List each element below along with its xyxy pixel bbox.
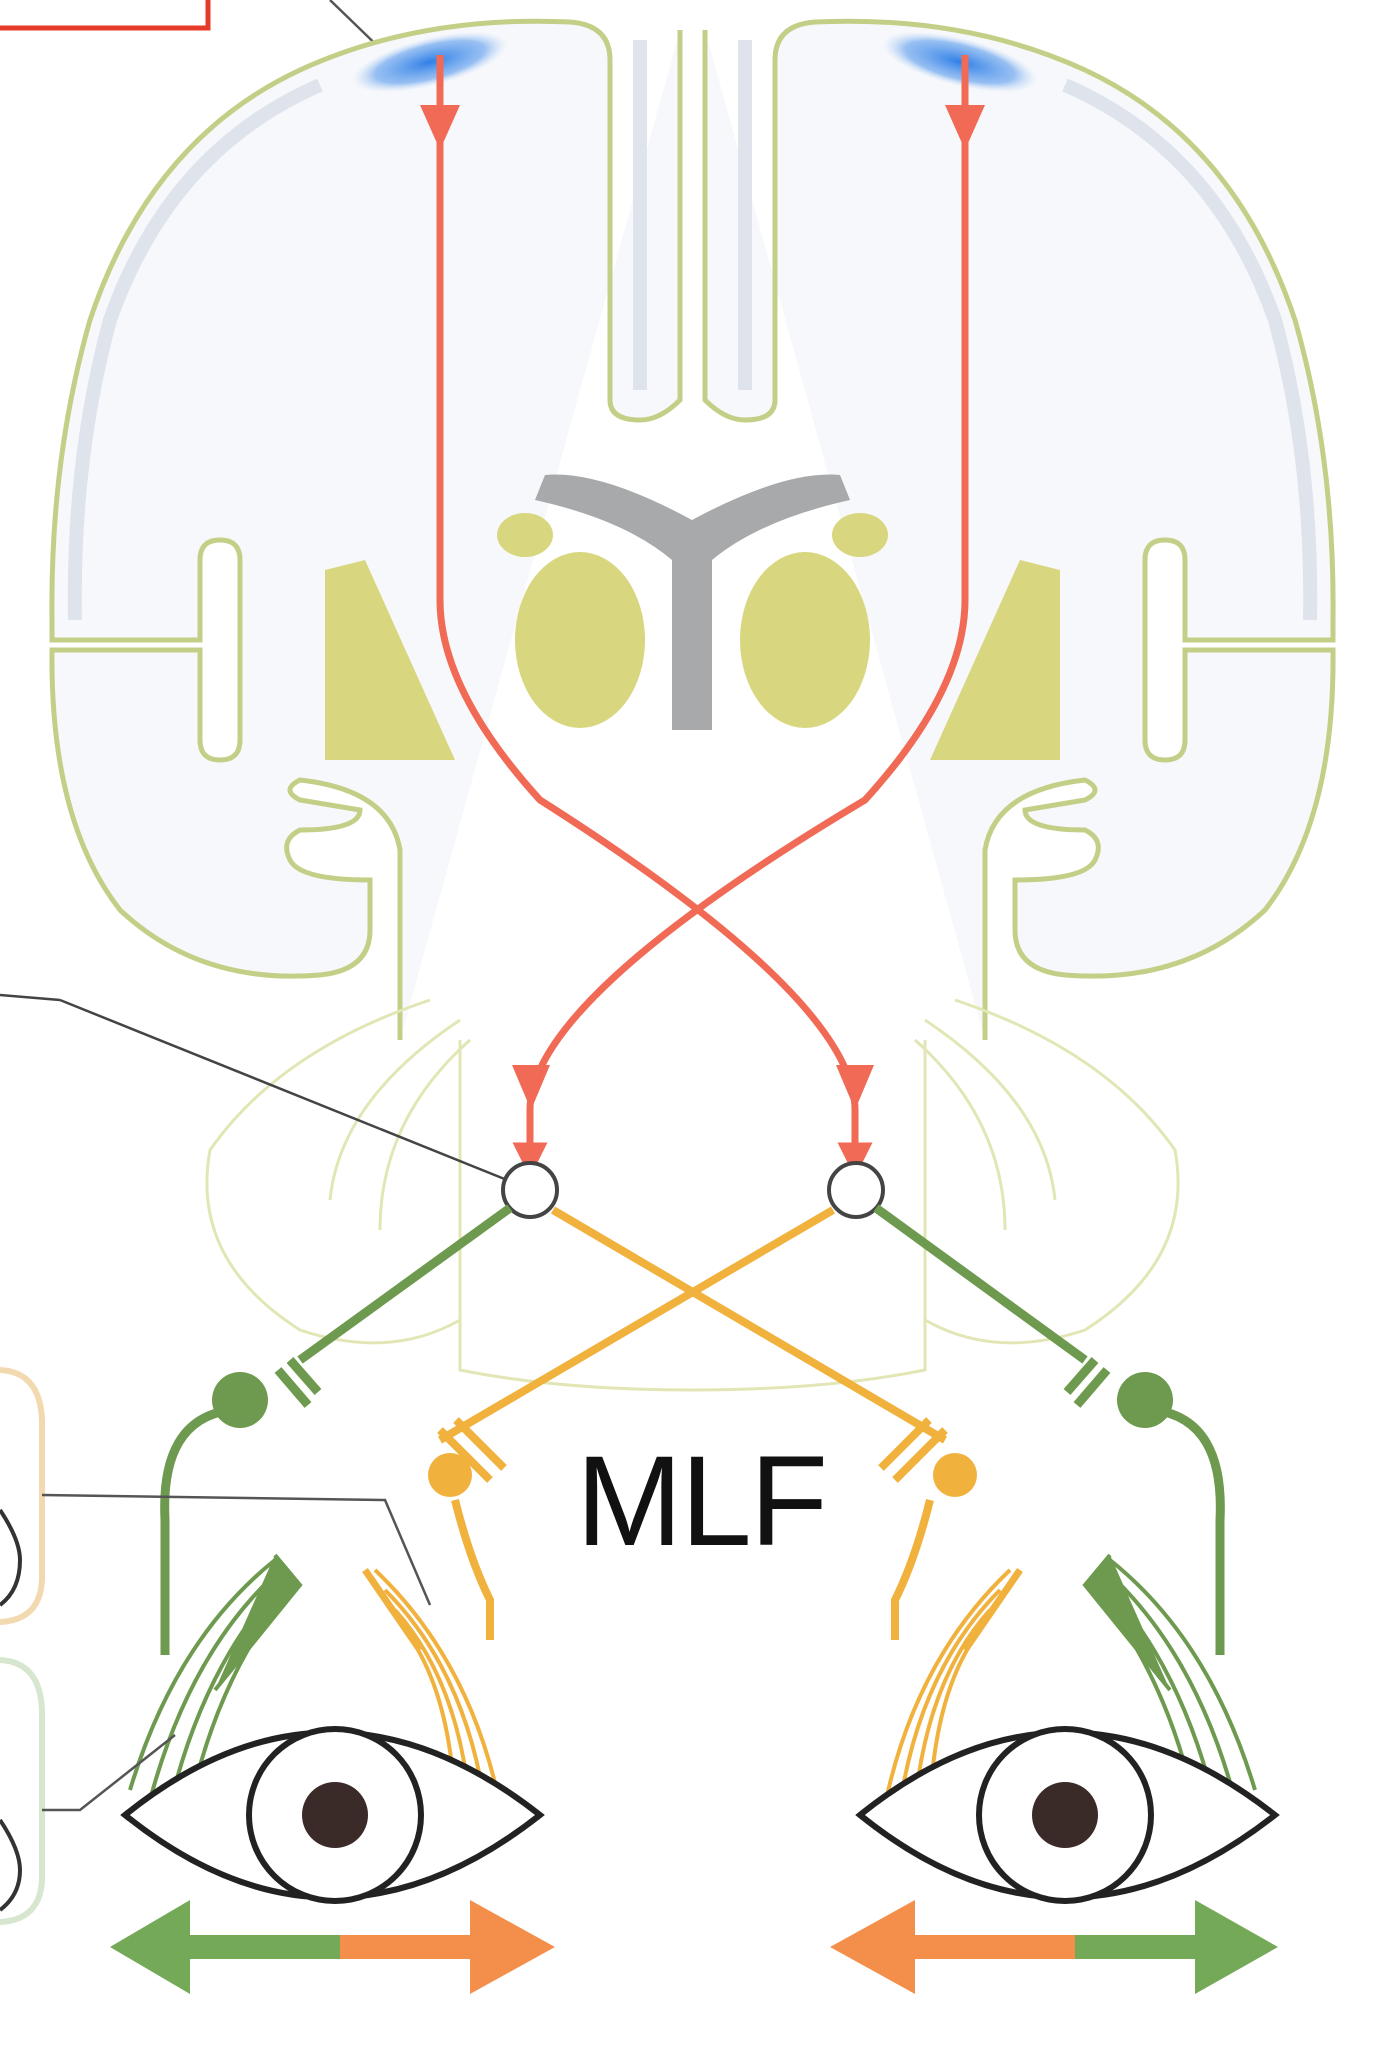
left-pprf-nucleus-icon (503, 1163, 557, 1217)
pprf-leader-line-2 (60, 1000, 507, 1180)
cerebellum (207, 1000, 1178, 1390)
pprf-leader-line (0, 995, 60, 1000)
right-pprf-nucleus-icon (829, 1163, 883, 1217)
left-hemisphere (52, 21, 680, 1040)
left-eye-icon (125, 1729, 540, 1901)
right-hemisphere (705, 21, 1333, 1040)
abducens-nuclei (212, 1360, 1173, 1428)
mlf-label: MLF (576, 1430, 826, 1573)
mlf-pathways (440, 1210, 945, 1640)
left-gaze-arrow-icon (110, 1900, 555, 1994)
callout-box (0, 0, 208, 28)
right-gaze-arrow-icon (830, 1900, 1278, 1994)
